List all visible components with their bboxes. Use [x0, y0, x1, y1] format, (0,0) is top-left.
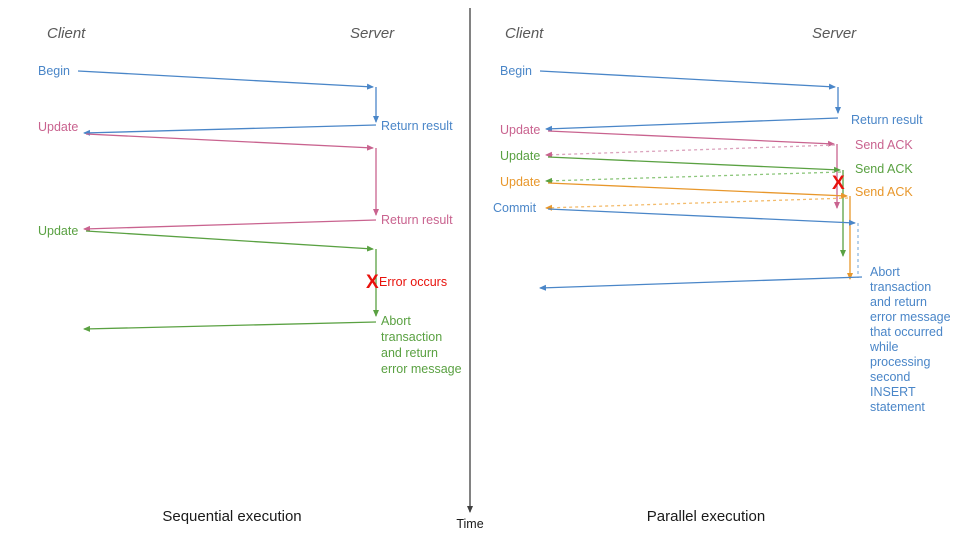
arrow-update-2p	[547, 156, 841, 173]
error-marker-sequential: X Error occurs	[366, 272, 447, 293]
label-update-1: Update	[38, 120, 78, 134]
label-update-2: Update	[38, 224, 78, 238]
abort-note-line: and return	[381, 346, 438, 360]
lane-title-server: Server	[350, 25, 395, 42]
label-send-ack-1: Send ACK	[855, 138, 913, 152]
abort-note-line: Abort	[870, 265, 900, 279]
time-axis: Time	[456, 8, 484, 531]
label-begin: Begin	[38, 64, 70, 78]
label-update-3p: Update	[500, 175, 540, 189]
message-commit: Commit	[493, 201, 856, 226]
arrow-abort-parallel	[539, 276, 863, 291]
message-update-2p: Update Send ACK	[500, 149, 913, 176]
abort-note-line: INSERT	[870, 385, 916, 399]
abort-note-line: error message	[870, 310, 951, 324]
abort-note-line: statement	[870, 400, 925, 414]
abort-note-line: while	[869, 340, 899, 354]
panel-caption-sequential: Sequential execution	[162, 508, 301, 525]
message-update-1: Update	[38, 120, 374, 151]
error-occurs-label: Error occurs	[379, 275, 447, 289]
abort-note-line: second	[870, 370, 910, 384]
message-return-result-2p: Return result	[545, 113, 923, 132]
message-update-3p: Update Send ACK	[500, 175, 913, 199]
arrow-send-ack-3	[545, 197, 849, 211]
abort-note-sequential: Abort transaction and return error messa…	[381, 314, 462, 376]
message-begin-2: Begin	[500, 64, 836, 90]
abort-note-line: processing	[870, 355, 930, 369]
arrow-begin	[77, 70, 374, 90]
lane-title-client: Client	[47, 25, 86, 42]
error-x-icon-2: X	[832, 173, 845, 194]
panel-parallel: Client Server Begin Return result Update…	[493, 25, 954, 525]
arrow-abort-sequential	[83, 321, 377, 332]
arrow-send-ack-1	[545, 144, 836, 158]
message-return-result-2: Return result	[83, 213, 453, 232]
label-commit: Commit	[493, 201, 537, 215]
error-marker-parallel: X	[832, 173, 845, 194]
message-return-result-1: Return result	[83, 119, 453, 136]
arrow-send-ack-2	[545, 171, 842, 184]
label-return-result-1: Return result	[381, 119, 453, 133]
abort-note-line: Abort	[381, 314, 411, 328]
message-begin: Begin	[38, 64, 374, 90]
abort-note-line: error message	[381, 362, 462, 376]
time-axis-label: Time	[456, 517, 483, 531]
arrow-update-1	[85, 133, 374, 151]
message-abort-parallel: Abort transaction and return error messa…	[539, 265, 954, 414]
abort-note-line: and return	[870, 295, 927, 309]
lane-title-server-2: Server	[812, 25, 857, 42]
arrow-begin-2	[539, 70, 836, 90]
arrow-update-1p	[547, 130, 835, 147]
label-update-2p: Update	[500, 149, 540, 163]
panel-caption-parallel: Parallel execution	[647, 508, 765, 525]
label-send-ack-3: Send ACK	[855, 185, 913, 199]
arrow-commit	[547, 208, 856, 226]
label-begin-2: Begin	[500, 64, 532, 78]
message-abort-sequential: Abort transaction and return error messa…	[83, 314, 462, 376]
label-return-result-2p: Return result	[851, 113, 923, 127]
label-update-1p: Update	[500, 123, 540, 137]
panel-sequential: Client Server Begin Return result Update…	[38, 25, 462, 525]
arrow-return-result-2p	[545, 117, 839, 132]
label-return-result-2: Return result	[381, 213, 453, 227]
abort-note-parallel: Abort transaction and return error messa…	[869, 265, 954, 414]
abort-note-line: transaction	[870, 280, 931, 294]
lane-title-client-2: Client	[505, 25, 544, 42]
abort-note-line: transaction	[381, 330, 442, 344]
abort-note-line: that occurred	[870, 325, 943, 339]
arrow-return-result-1	[83, 124, 377, 136]
arrow-return-result-2	[83, 219, 377, 232]
arrow-update-3p	[547, 182, 848, 199]
error-x-icon: X	[366, 272, 379, 293]
message-update-1p: Update Send ACK	[500, 123, 913, 152]
arrow-update-2	[85, 230, 374, 252]
label-send-ack-2: Send ACK	[855, 162, 913, 176]
message-update-2: Update	[38, 224, 374, 252]
